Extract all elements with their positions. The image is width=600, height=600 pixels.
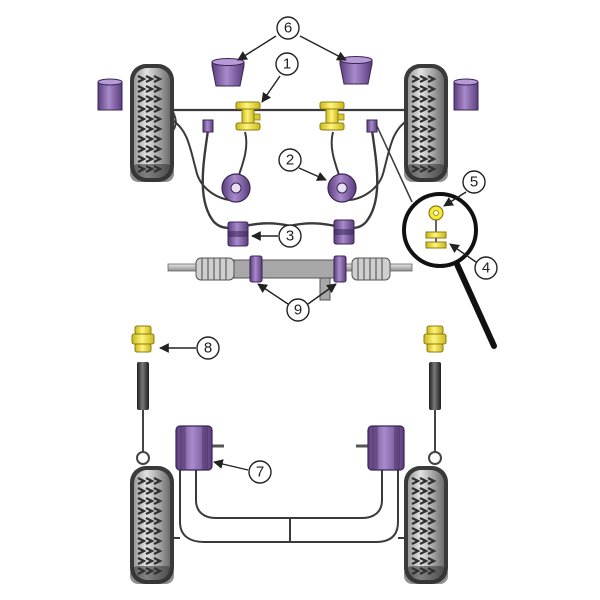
steering-rack: [167, 257, 413, 301]
rear-right-tyre: [402, 464, 450, 586]
anti-roll-bar-bush-right: [333, 219, 355, 245]
wishbone-front-bush-left: [211, 58, 245, 87]
rear-shock-left: [131, 325, 155, 465]
callout-6-label: 6: [284, 20, 292, 37]
wishbone-front-bush-right: [339, 56, 373, 85]
front-right-tyre: [402, 62, 450, 184]
callout-6: 6: [237, 16, 347, 61]
callout-2-label: 2: [286, 152, 294, 169]
rack-bush-right: [333, 255, 347, 283]
rear-top-mount-left: [131, 325, 155, 353]
callout-7: 7: [213, 459, 272, 484]
callout-4-label: 4: [482, 260, 490, 277]
callout-8: 8: [159, 336, 220, 360]
wishbone-rear-bush-right: [327, 173, 357, 203]
rear-shock-right: [423, 325, 447, 465]
callout-8-label: 8: [204, 340, 212, 357]
droplink-bush-upper: [425, 231, 447, 239]
anti-roll-bar-bush-left: [227, 221, 249, 247]
callout-7-label: 7: [256, 464, 264, 481]
wishbone-rear-bush-left: [221, 173, 251, 203]
callout-9-label: 9: [294, 302, 302, 319]
rear-beam-bush-right: [367, 425, 405, 471]
callout-4: 4: [449, 243, 498, 280]
callout-9: 9: [257, 283, 337, 322]
droplink-top-left: [202, 119, 214, 133]
callout-1: 1: [261, 52, 299, 103]
callout-1-label: 1: [283, 56, 291, 73]
front-left-tyre: [128, 62, 176, 184]
callout-3-label: 3: [286, 228, 294, 245]
rear-beam: [174, 444, 404, 543]
callout-5-label: 5: [470, 174, 478, 191]
rear-top-mount-right: [423, 325, 447, 353]
rear-left-tyre: [128, 464, 176, 586]
engine-mount-left: [235, 101, 261, 131]
callout-2: 2: [278, 148, 327, 181]
front-right-outer-bush: [453, 78, 479, 111]
engine-mount-right: [319, 101, 345, 131]
front-left-outer-bush: [97, 78, 123, 111]
callout-3: 3: [251, 224, 302, 248]
droplink-top-right: [366, 119, 378, 133]
callout-5: 5: [443, 170, 486, 207]
droplink-bush-lower: [425, 241, 447, 249]
rear-beam-bush-left: [175, 425, 213, 471]
rack-bush-left: [249, 255, 263, 283]
